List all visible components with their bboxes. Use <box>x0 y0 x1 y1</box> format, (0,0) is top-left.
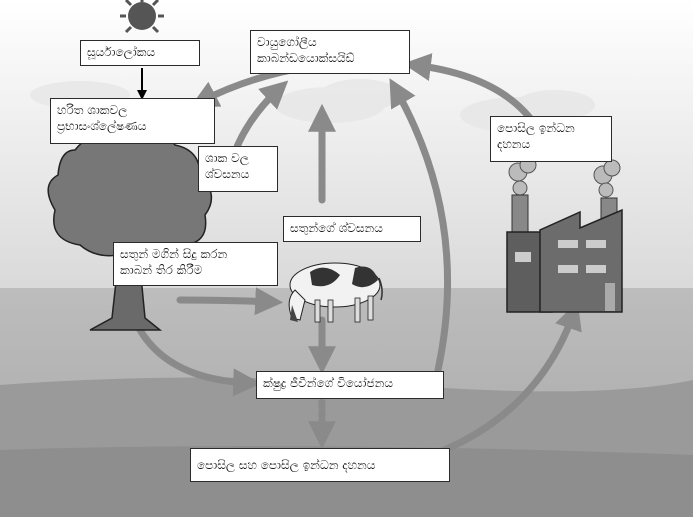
cow-icon <box>288 262 383 323</box>
sun-icon <box>120 0 164 34</box>
label-fossil-fuel-burning: පොසිල ඉන්ධන දහනය <box>490 116 612 162</box>
label-decomposition: ක්ෂුද්‍ර ජීවීන්ගේ වියෝජනය <box>256 371 444 399</box>
arrow-tree-to-cow <box>176 287 284 316</box>
label-atmospheric-co2: වායුගෝලීය කාබන්ඩයොක්සයිඩ් <box>250 30 410 74</box>
arrow-decomp-to-co2 <box>389 78 452 374</box>
label-animal-respiration: සතුන්ගේ ශ්වසනය <box>283 216 421 242</box>
arrow-fossil-to-factory <box>436 301 582 456</box>
label-sunlight: සූර්යාලෝකය <box>80 40 200 66</box>
label-fossils-and-fuel-burning: පොසිල සහ පොසිල ඉන්ධන දහනය <box>190 448 450 482</box>
label-animal-carbon-fixation: සතුන් මගින් සිදු කරන කාබන් තිර කිරීම <box>113 242 278 286</box>
factory-icon <box>506 156 623 313</box>
arrow-factory-to-co2 <box>402 53 534 122</box>
arrow-tree-to-decomp <box>136 326 262 397</box>
label-photosynthesis: හරිත ශාකවල ප්‍රභාසංශ්ලේෂණය <box>50 98 215 144</box>
label-plant-respiration: ශාක වල ශ්වසනය <box>198 146 278 192</box>
